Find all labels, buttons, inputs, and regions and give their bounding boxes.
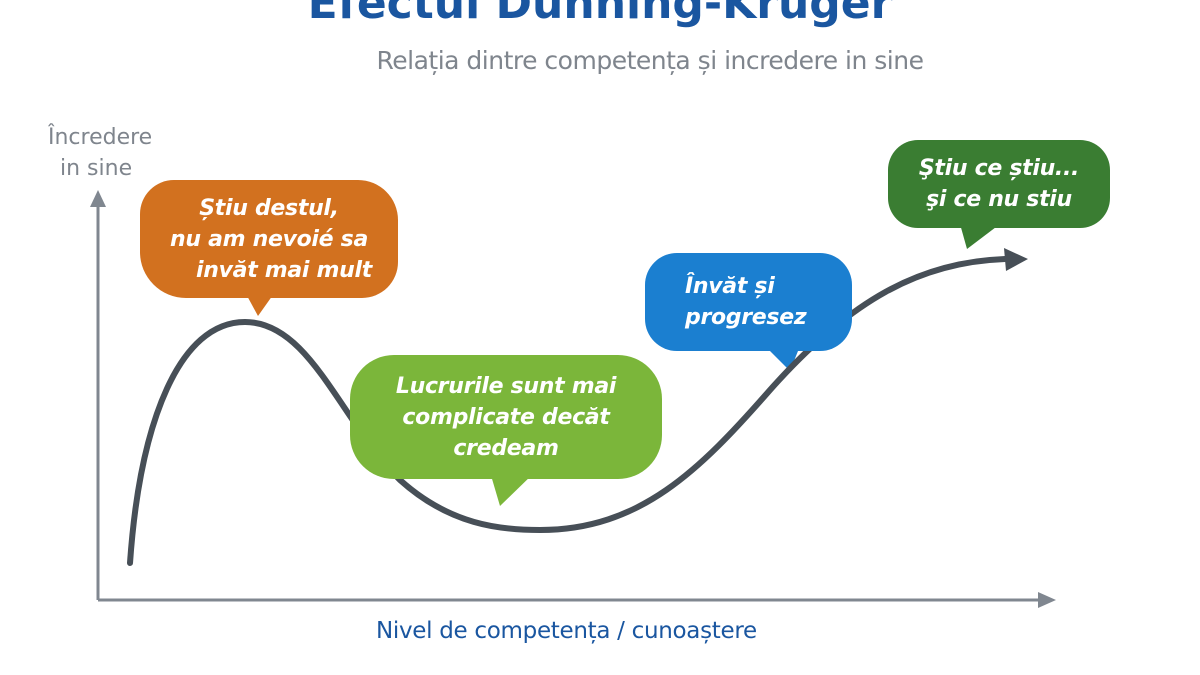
diagram-title: Efectul Dunning-Kruger [307,0,893,29]
speech-bubble-learning: Învăt și progresez [645,253,852,351]
y-axis-label-line1: Încredere [48,125,153,150]
bubble-text-line: invăt mai mult [196,257,372,283]
bubble-text-line: Învăt și [685,274,775,299]
bubble-text-line: Ştiu ce știu... [918,156,1080,181]
bubble-text-line: credeam [453,435,559,461]
x-axis-arrow-icon [1038,592,1056,608]
bubble-text-line: complicate decăt [402,404,610,430]
bubble-tail-4 [960,224,1000,249]
bubble-text-line: Știu destul, [199,195,339,221]
bubble-text-line: Lucrurile sunt mai [395,373,617,399]
bubble-tail-1 [245,292,275,316]
bubble-text-line: progresez [685,305,807,330]
y-axis-label: Încredere in sine [48,122,152,184]
bubble-text-line: şi ce nu stiu [926,187,1072,212]
dunning-kruger-curve [127,256,1008,566]
y-axis-arrow-icon [90,190,106,207]
speech-bubble-valley: Lucrurile sunt mai complicate decăt cred… [350,355,662,479]
bubble-text-line: nu am nevoié sa [169,226,368,252]
diagram-subtitle: Relația dintre competența și incredere i… [376,46,924,75]
speech-bubble-overconfidence: Știu destul, nu am nevoié sa invăt mai m… [140,180,398,298]
x-axis-label: Nivel de competența / cunoaștere [376,618,757,644]
speech-bubble-mastery: Ştiu ce știu... şi ce nu stiu [888,140,1110,228]
curve-arrow-icon [1004,248,1028,271]
bubble-tail-2 [490,472,535,506]
y-axis-label-line2: in sine [60,156,133,181]
